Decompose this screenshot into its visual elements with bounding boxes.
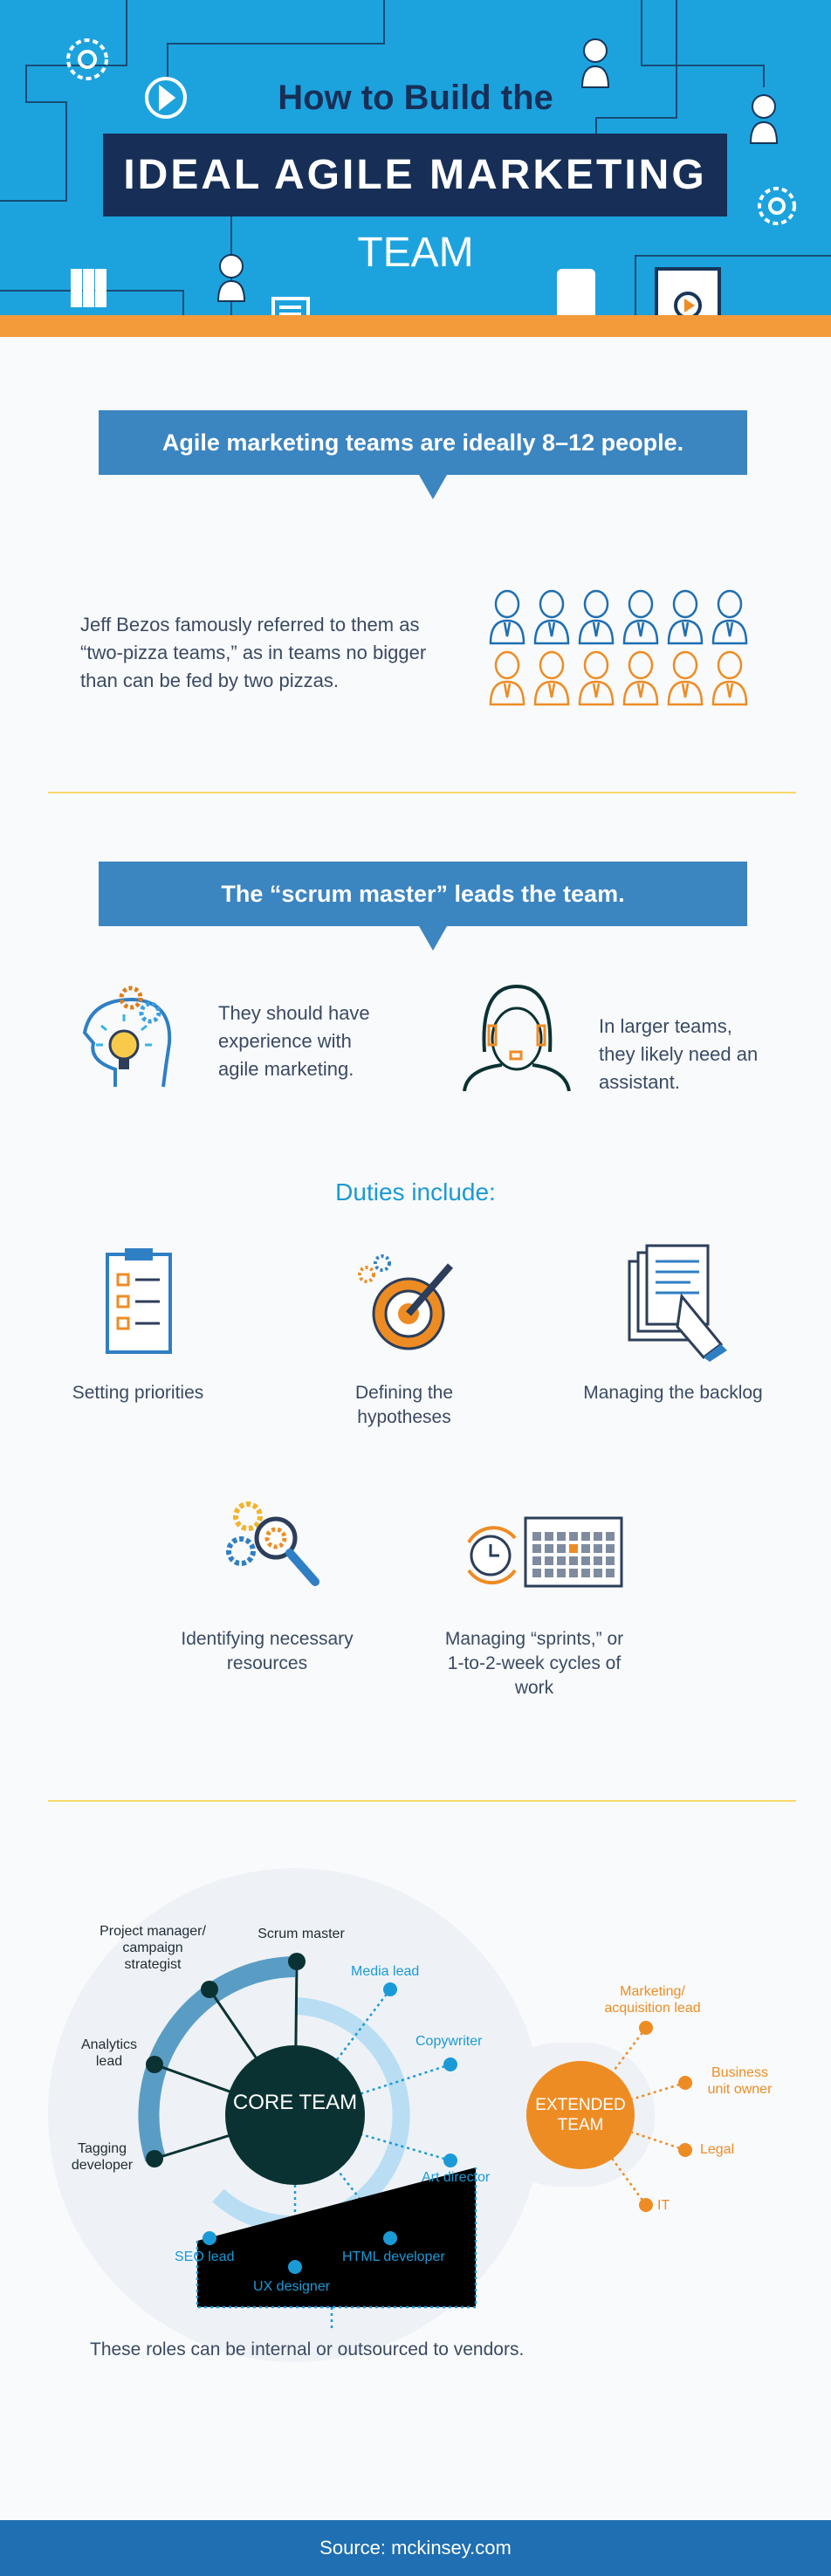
duty-label: Managing the backlog [583,1383,763,1403]
role-scrum-master: Scrum master [258,1927,345,1941]
divider [48,1800,796,1802]
role-copywriter: Copywriter [416,2034,483,2049]
experience-text: They should have experience with agile m… [218,1002,370,1080]
gears-magnifier-icon [226,1501,319,1586]
person-icon [667,589,704,645]
assistant-text: In larger teams, they likely need an ass… [599,1015,759,1093]
title-line-1: How to Build the [278,79,553,117]
clipboard-checklist-icon [106,1248,172,1354]
role-it: IT [657,2198,670,2213]
person-icon [711,589,748,645]
role-ux-designer: UX designer [253,2279,331,2294]
divider [48,792,796,793]
footer-source: Source: mckinsey.com [0,2520,831,2576]
outsourcing-caption: These roles can be internal or outsource… [90,2339,525,2360]
duty-managing-backlog: Managing the backlog [577,1244,769,1405]
person-icon [711,650,748,706]
role-seo-lead: SEO lead [175,2250,235,2264]
duty-identifying-resources: Identifying necessary resources [171,1490,363,1676]
role-art-director: Art director [422,2170,491,2185]
core-team-circle [225,2045,365,2185]
person-icon [533,650,570,706]
duties-title: Duties include: [335,1178,496,1206]
person-icon [489,589,525,645]
extended-team-circle [526,2061,635,2169]
role-analytics-lead: Analytics lead [80,2037,138,2069]
title-line-2: IDEAL AGILE MARKETING [103,134,727,216]
team-size-banner: Agile marketing teams are ideally 8–12 p… [99,410,747,499]
role-tagging-developer: Tagging developer [71,2141,134,2173]
person-icon [622,589,659,645]
core-team-label: CORE TEAM [232,2091,358,2114]
circuit-lines [0,0,831,315]
role-media-lead: Media lead [351,1964,420,1979]
person-icon [489,650,525,706]
person-icon [533,589,570,645]
two-pizza-text: Jeff Bezos famously referred to them as … [80,614,427,691]
head-lightbulb-icon [82,986,172,1088]
team-diagram [48,1868,692,2362]
people-icons [489,589,748,706]
duty-label: Setting priorities [72,1383,204,1403]
scrum-master-banner: The “scrum master” leads the team. [99,862,747,951]
clock-calendar-icon [467,1516,623,1588]
person-icon [622,650,659,706]
duty-defining-hypotheses: Defining the hypotheses [308,1244,500,1430]
core-roles-arc [138,1956,296,2162]
duty-label: Managing “sprints,” or 1-to-2-week cycle… [444,1629,624,1698]
person-icon [578,650,615,706]
person-icon [578,589,615,645]
role-marketing-lead: Marketing/ acquisition lead [604,1984,701,2016]
role-project-manager: Project manager/ campaign strategist [100,1924,206,1972]
role-business-unit-owner: Business unit owner [707,2065,773,2097]
person-icon [667,650,704,706]
extended-team-label: EXTENDED TEAM [535,2096,626,2134]
duty-label: Defining the hypotheses [354,1383,454,1427]
title-line-3: TEAM [357,230,474,276]
orange-strip [0,315,831,337]
target-pencil-icon [358,1254,454,1350]
documents-hand-icon [628,1244,727,1362]
duty-label: Identifying necessary resources [181,1629,354,1673]
role-legal: Legal [700,2142,735,2157]
headset-assistant-icon [463,984,571,1091]
header: How to Build the IDEAL AGILE MARKETING T… [0,0,831,315]
duty-managing-sprints: Managing “sprints,” or 1-to-2-week cycle… [438,1490,630,1700]
duty-setting-priorities: Setting priorities [42,1244,234,1405]
role-html-developer: HTML developer [342,2250,445,2264]
